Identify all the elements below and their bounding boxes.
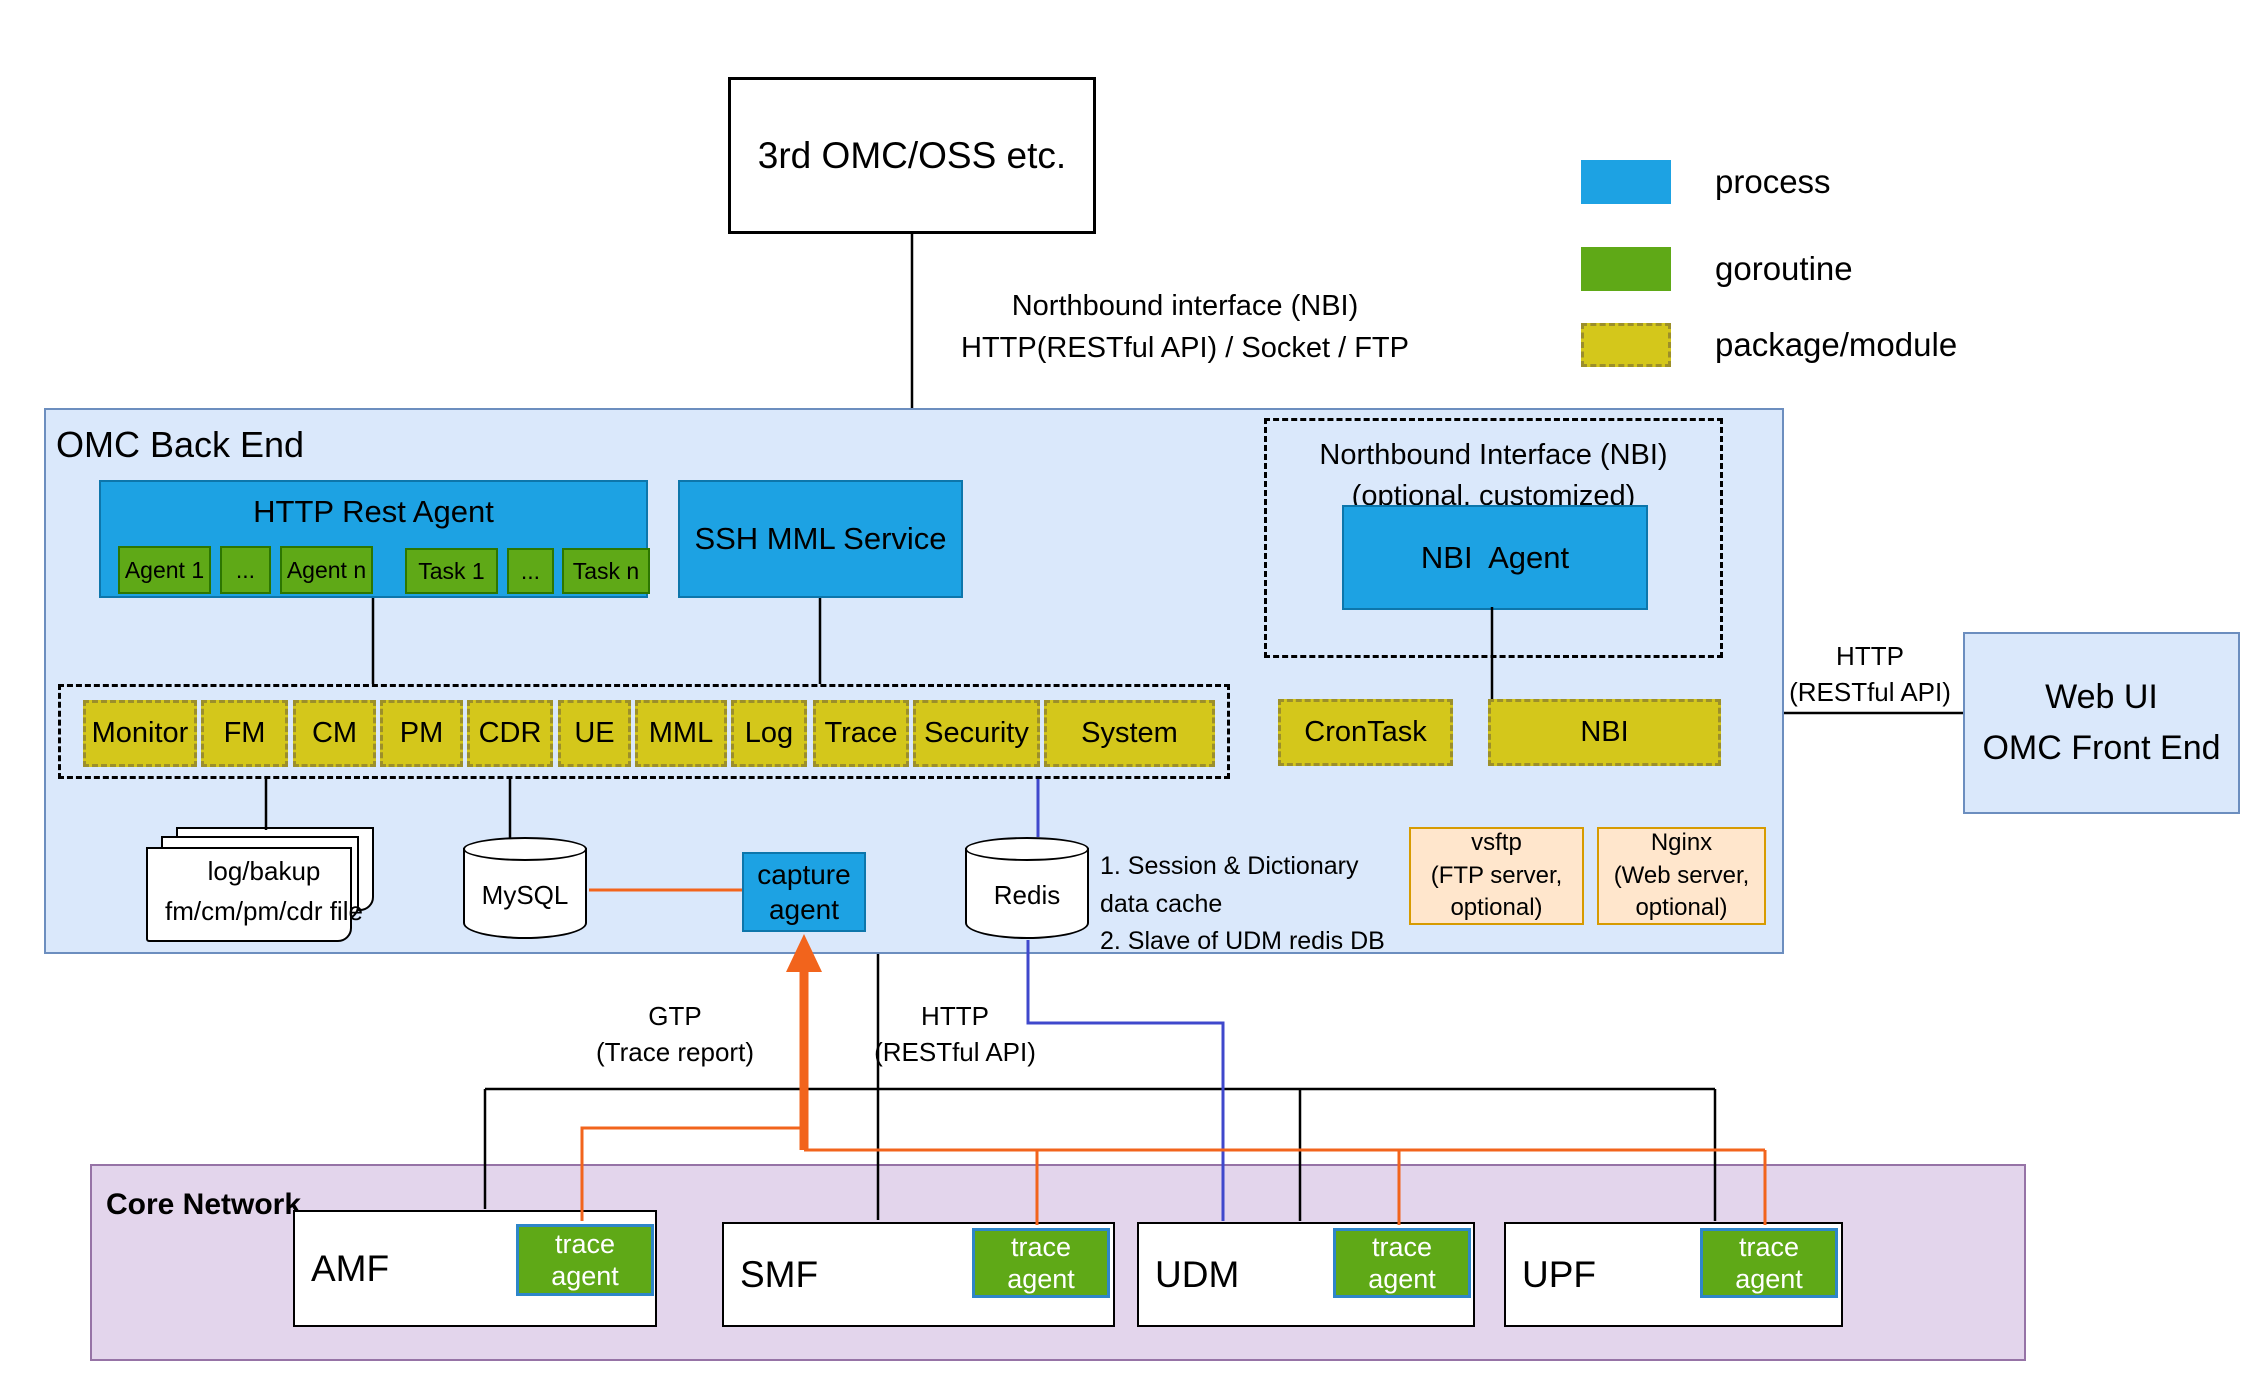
agent-n-chip: Agent n xyxy=(280,546,373,594)
http-rest-agent-title: HTTP Rest Agent xyxy=(253,494,494,529)
capture-agent-box: capture agent xyxy=(742,852,866,932)
http-webui-label: HTTP (RESTful API) xyxy=(1789,641,1951,708)
nbi-link-label: Northbound interface (NBI) HTTP(RESTful … xyxy=(961,290,1409,365)
task-n-chip: Task n xyxy=(562,548,650,594)
module-monitor: Monitor xyxy=(83,700,197,767)
core-network-title: Core Network xyxy=(106,1188,302,1221)
modules-row: Monitor FM CM PM CDR UE MML Log Trace Se… xyxy=(58,684,1230,779)
nbi-agent-box: NBI Agent xyxy=(1342,505,1648,610)
web-ui-front-end-box: Web UI OMC Front End xyxy=(1963,632,2240,814)
module-pm: PM xyxy=(380,700,463,767)
file-page-front-icon xyxy=(146,847,352,942)
upf-label: UPF xyxy=(1522,1253,1596,1295)
nginx-box: Nginx (Web server, optional) xyxy=(1597,827,1766,925)
legend-package-label: package/module xyxy=(1715,326,1958,363)
module-trace: Trace xyxy=(813,700,909,767)
redis-label: Redis xyxy=(993,879,1061,910)
udm-label: UDM xyxy=(1155,1253,1240,1295)
module-ue: UE xyxy=(558,700,631,767)
log-backup-files: log/bakup fm/cm/pm/cdr file xyxy=(146,827,382,944)
udm-trace-agent-chip: trace agent xyxy=(1333,1228,1471,1298)
redis-note: 1. Session & Dictionary data cache 2. Sl… xyxy=(1100,852,1385,955)
legend-row-package: package/module xyxy=(1581,323,1957,367)
agents-ellipsis-chip: ... xyxy=(220,546,271,594)
nbi-optional-group: Northbound Interface (NBI) (optional, cu… xyxy=(1264,418,1723,658)
module-cdr: CDR xyxy=(467,700,553,767)
amf-trace-agent-chip: trace agent xyxy=(516,1224,654,1296)
legend-process-label: process xyxy=(1715,163,1831,200)
nf-udm-box: UDM trace agent xyxy=(1137,1222,1475,1327)
module-security: Security xyxy=(913,700,1040,767)
gtp-trace-report-label: GTP (Trace report) xyxy=(596,1001,754,1068)
nf-amf-box: AMF trace agent xyxy=(293,1210,657,1327)
third-omc-oss-box: 3rd OMC/OSS etc. xyxy=(728,77,1096,234)
redis-database-icon: Redis xyxy=(965,837,1089,939)
smf-label: SMF xyxy=(740,1253,819,1295)
http-core-label: HTTP (RESTful API) xyxy=(874,1001,1036,1068)
upf-trace-agent-chip: trace agent xyxy=(1700,1228,1838,1298)
mysql-label: MySQL xyxy=(481,879,569,910)
module-cm: CM xyxy=(293,700,376,767)
agent-1-chip: Agent 1 xyxy=(118,546,211,594)
files-label: log/bakup fm/cm/pm/cdr file xyxy=(165,856,363,927)
vsftp-box: vsftp (FTP server, optional) xyxy=(1409,827,1584,925)
smf-trace-agent-chip: trace agent xyxy=(972,1228,1110,1298)
nf-upf-box: UPF trace agent xyxy=(1504,1222,1843,1327)
core-network-container: Core Network AMF trace agent SMF trace a… xyxy=(90,1164,2026,1361)
third-omc-oss-label: 3rd OMC/OSS etc. xyxy=(757,134,1067,176)
legend-row-goroutine: goroutine xyxy=(1581,247,1853,291)
module-nbi: NBI xyxy=(1488,699,1721,766)
module-fm: FM xyxy=(201,700,288,767)
legend-goroutine-label: goroutine xyxy=(1715,250,1853,287)
package-swatch-icon xyxy=(1581,323,1671,367)
module-log: Log xyxy=(731,700,807,767)
http-rest-agent-box: HTTP Rest Agent Agent 1 ... Agent n Task… xyxy=(99,480,650,598)
ssh-mml-service-box: SSH MML Service xyxy=(678,480,963,598)
task-1-chip: Task 1 xyxy=(405,548,498,594)
amf-label: AMF xyxy=(311,1247,390,1289)
tasks-ellipsis-chip: ... xyxy=(507,548,554,594)
nbi-group-caption: Northbound Interface (NBI) (optional, cu… xyxy=(1319,439,1668,512)
goroutine-swatch-icon xyxy=(1581,247,1671,291)
process-swatch-icon xyxy=(1581,160,1671,204)
omc-back-end-title: OMC Back End xyxy=(56,424,305,465)
module-system: System xyxy=(1044,700,1215,767)
module-mml: MML xyxy=(635,700,727,767)
legend-row-process: process xyxy=(1581,160,1831,204)
nf-smf-box: SMF trace agent xyxy=(722,1222,1115,1327)
module-crontask: CronTask xyxy=(1278,699,1453,766)
mysql-database-icon: MySQL xyxy=(463,837,587,939)
